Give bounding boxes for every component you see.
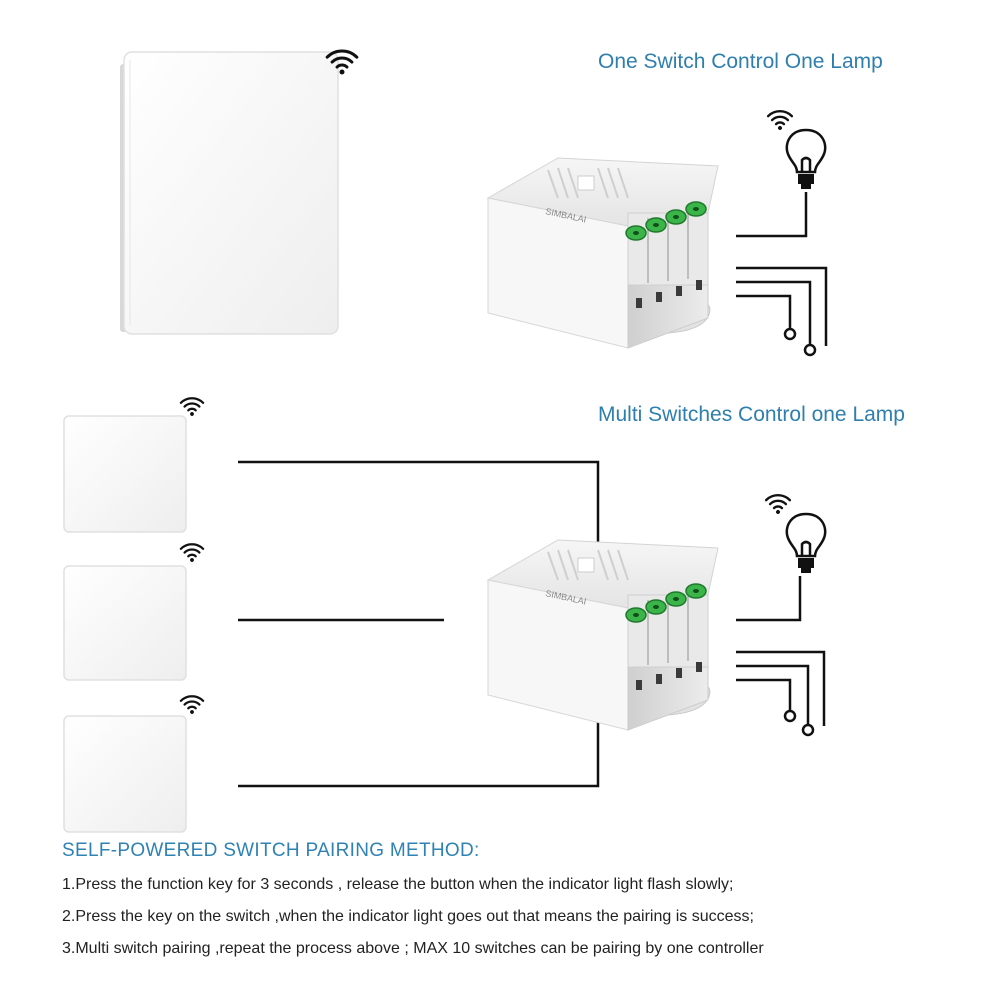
receiver-module (487, 157, 719, 349)
pairing-step-2: 2.Press the key on the switch ,when the … (62, 908, 754, 925)
bottom-wiring (736, 576, 826, 726)
top-wiring (736, 192, 828, 346)
light-bulb-icon (785, 128, 827, 191)
wall-switch-small (63, 565, 187, 681)
switch-wiring (238, 460, 600, 788)
pairing-title: SELF-POWERED SWITCH PAIRING METHOD: (62, 840, 480, 861)
receiver-module (487, 539, 719, 731)
wall-switch-small (63, 415, 187, 533)
pairing-step-3: 3.Multi switch pairing ,repeat the proce… (62, 940, 764, 957)
wireless-signal-icon (765, 103, 795, 133)
multi-switch-title: Multi Switches Control one Lamp (598, 403, 905, 426)
wireless-signal-icon (178, 688, 206, 716)
wireless-signal-icon (763, 487, 793, 517)
wall-switch-small (63, 715, 187, 833)
one-switch-title: One Switch Control One Lamp (598, 50, 883, 73)
terminal-point (783, 709, 815, 737)
wireless-signal-icon (178, 390, 206, 418)
wireless-signal-icon (178, 536, 206, 564)
pairing-step-1: 1.Press the function key for 3 seconds ,… (62, 876, 734, 893)
terminal-point (783, 327, 817, 357)
wall-switch-large (120, 51, 339, 335)
light-bulb-icon (785, 512, 827, 575)
